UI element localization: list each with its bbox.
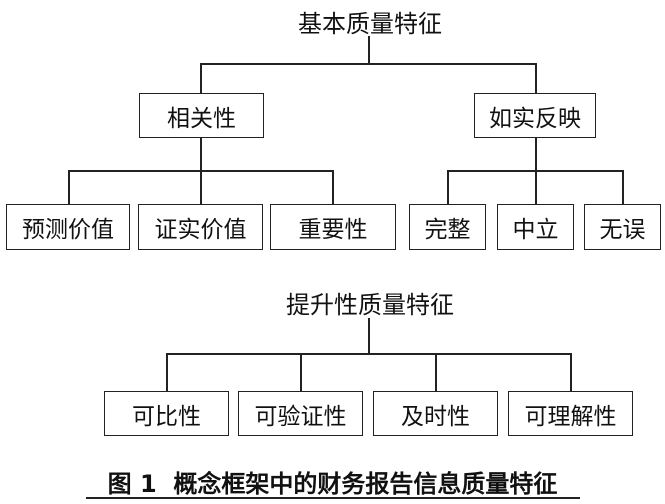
connector: [535, 170, 537, 204]
leaf-materiality: 重要性: [270, 204, 396, 250]
connector: [200, 63, 537, 65]
basic-root-label: 基本质量特征: [298, 10, 442, 38]
leaf-label: 可比性: [132, 403, 201, 430]
connector: [570, 353, 572, 391]
connector: [447, 170, 449, 204]
leaf-label: 证实价值: [154, 217, 247, 243]
leaf-predictive-value: 预测价值: [6, 204, 130, 250]
leaf-confirmatory-value: 证实价值: [138, 204, 263, 250]
connector: [622, 170, 624, 204]
figure-title: 概念框架中的财务报告信息质量特征: [173, 470, 558, 498]
leaf-completeness: 完整: [409, 204, 486, 250]
leaf-label: 预测价值: [22, 217, 114, 243]
leaf-neutrality: 中立: [497, 204, 574, 250]
leaf-free-from-error: 无误: [584, 204, 661, 250]
figure-caption: 图 1 概念框架中的财务报告信息质量特征: [0, 464, 665, 499]
leaf-understandability: 可理解性: [508, 391, 633, 436]
leaf-verifiability: 可验证性: [238, 391, 363, 436]
group-relevance-box: 相关性: [139, 93, 264, 138]
connector: [200, 137, 202, 171]
leaf-label: 完整: [424, 217, 471, 243]
connector: [68, 170, 70, 204]
group-faithful-representation-box: 如实反映: [474, 93, 596, 138]
connector: [368, 318, 370, 354]
connector: [300, 353, 302, 391]
connector: [332, 170, 334, 204]
connector: [535, 137, 537, 171]
leaf-timeliness: 及时性: [373, 391, 498, 436]
connector: [368, 36, 370, 64]
leaf-label: 可理解性: [524, 403, 617, 430]
leaf-comparability: 可比性: [104, 391, 229, 436]
leaf-label: 及时性: [401, 403, 470, 430]
connector: [435, 353, 437, 391]
leaf-label: 无误: [599, 217, 646, 243]
leaf-label: 中立: [512, 217, 559, 243]
leaf-label: 可验证性: [254, 403, 347, 430]
group-faithful-representation-label: 如实反映: [489, 105, 581, 132]
caption-underline: [86, 497, 580, 499]
connector: [535, 63, 537, 93]
connector: [200, 63, 202, 93]
figure-number: 图 1: [107, 470, 157, 498]
enhancing-root-label: 提升性质量特征: [286, 291, 454, 319]
connector: [166, 353, 168, 391]
leaf-label: 重要性: [298, 217, 368, 243]
group-relevance-label: 相关性: [167, 105, 236, 132]
connector: [166, 353, 572, 355]
connector: [200, 170, 202, 204]
